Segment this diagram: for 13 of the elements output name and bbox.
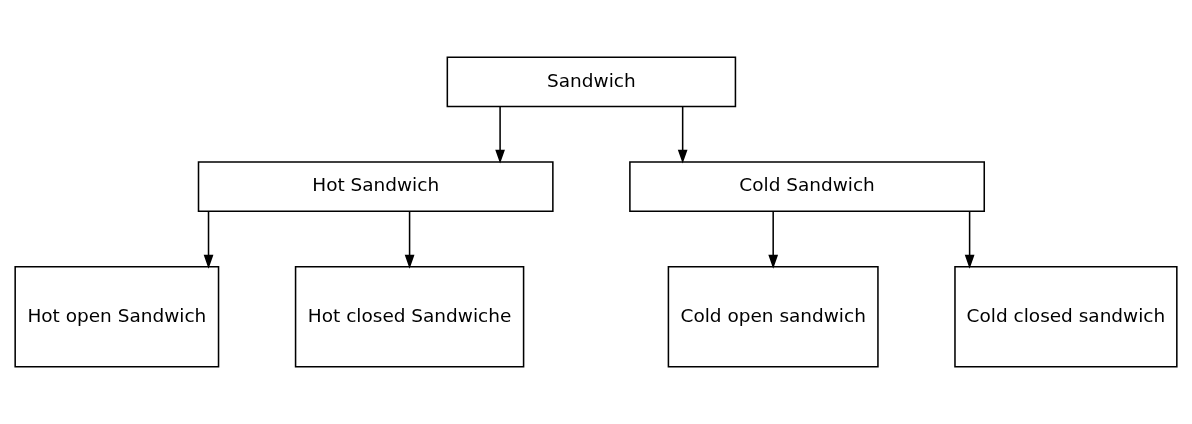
arrow [677,105,688,164]
arrow [964,210,975,269]
node-box: Hot closed Sandwiche [294,265,525,368]
arrow [768,210,779,269]
arrow [495,105,505,164]
node-box: Hot open Sandwich [14,265,220,368]
node-box: Cold Sandwich [629,161,985,212]
node-box: Hot Sandwich [197,161,554,212]
node-box: Cold open sandwich [667,265,879,368]
arrow [404,210,415,269]
arrow [203,210,214,269]
node-box: Cold closed sandwich [954,265,1178,368]
node-box: Sandwich [446,56,737,108]
